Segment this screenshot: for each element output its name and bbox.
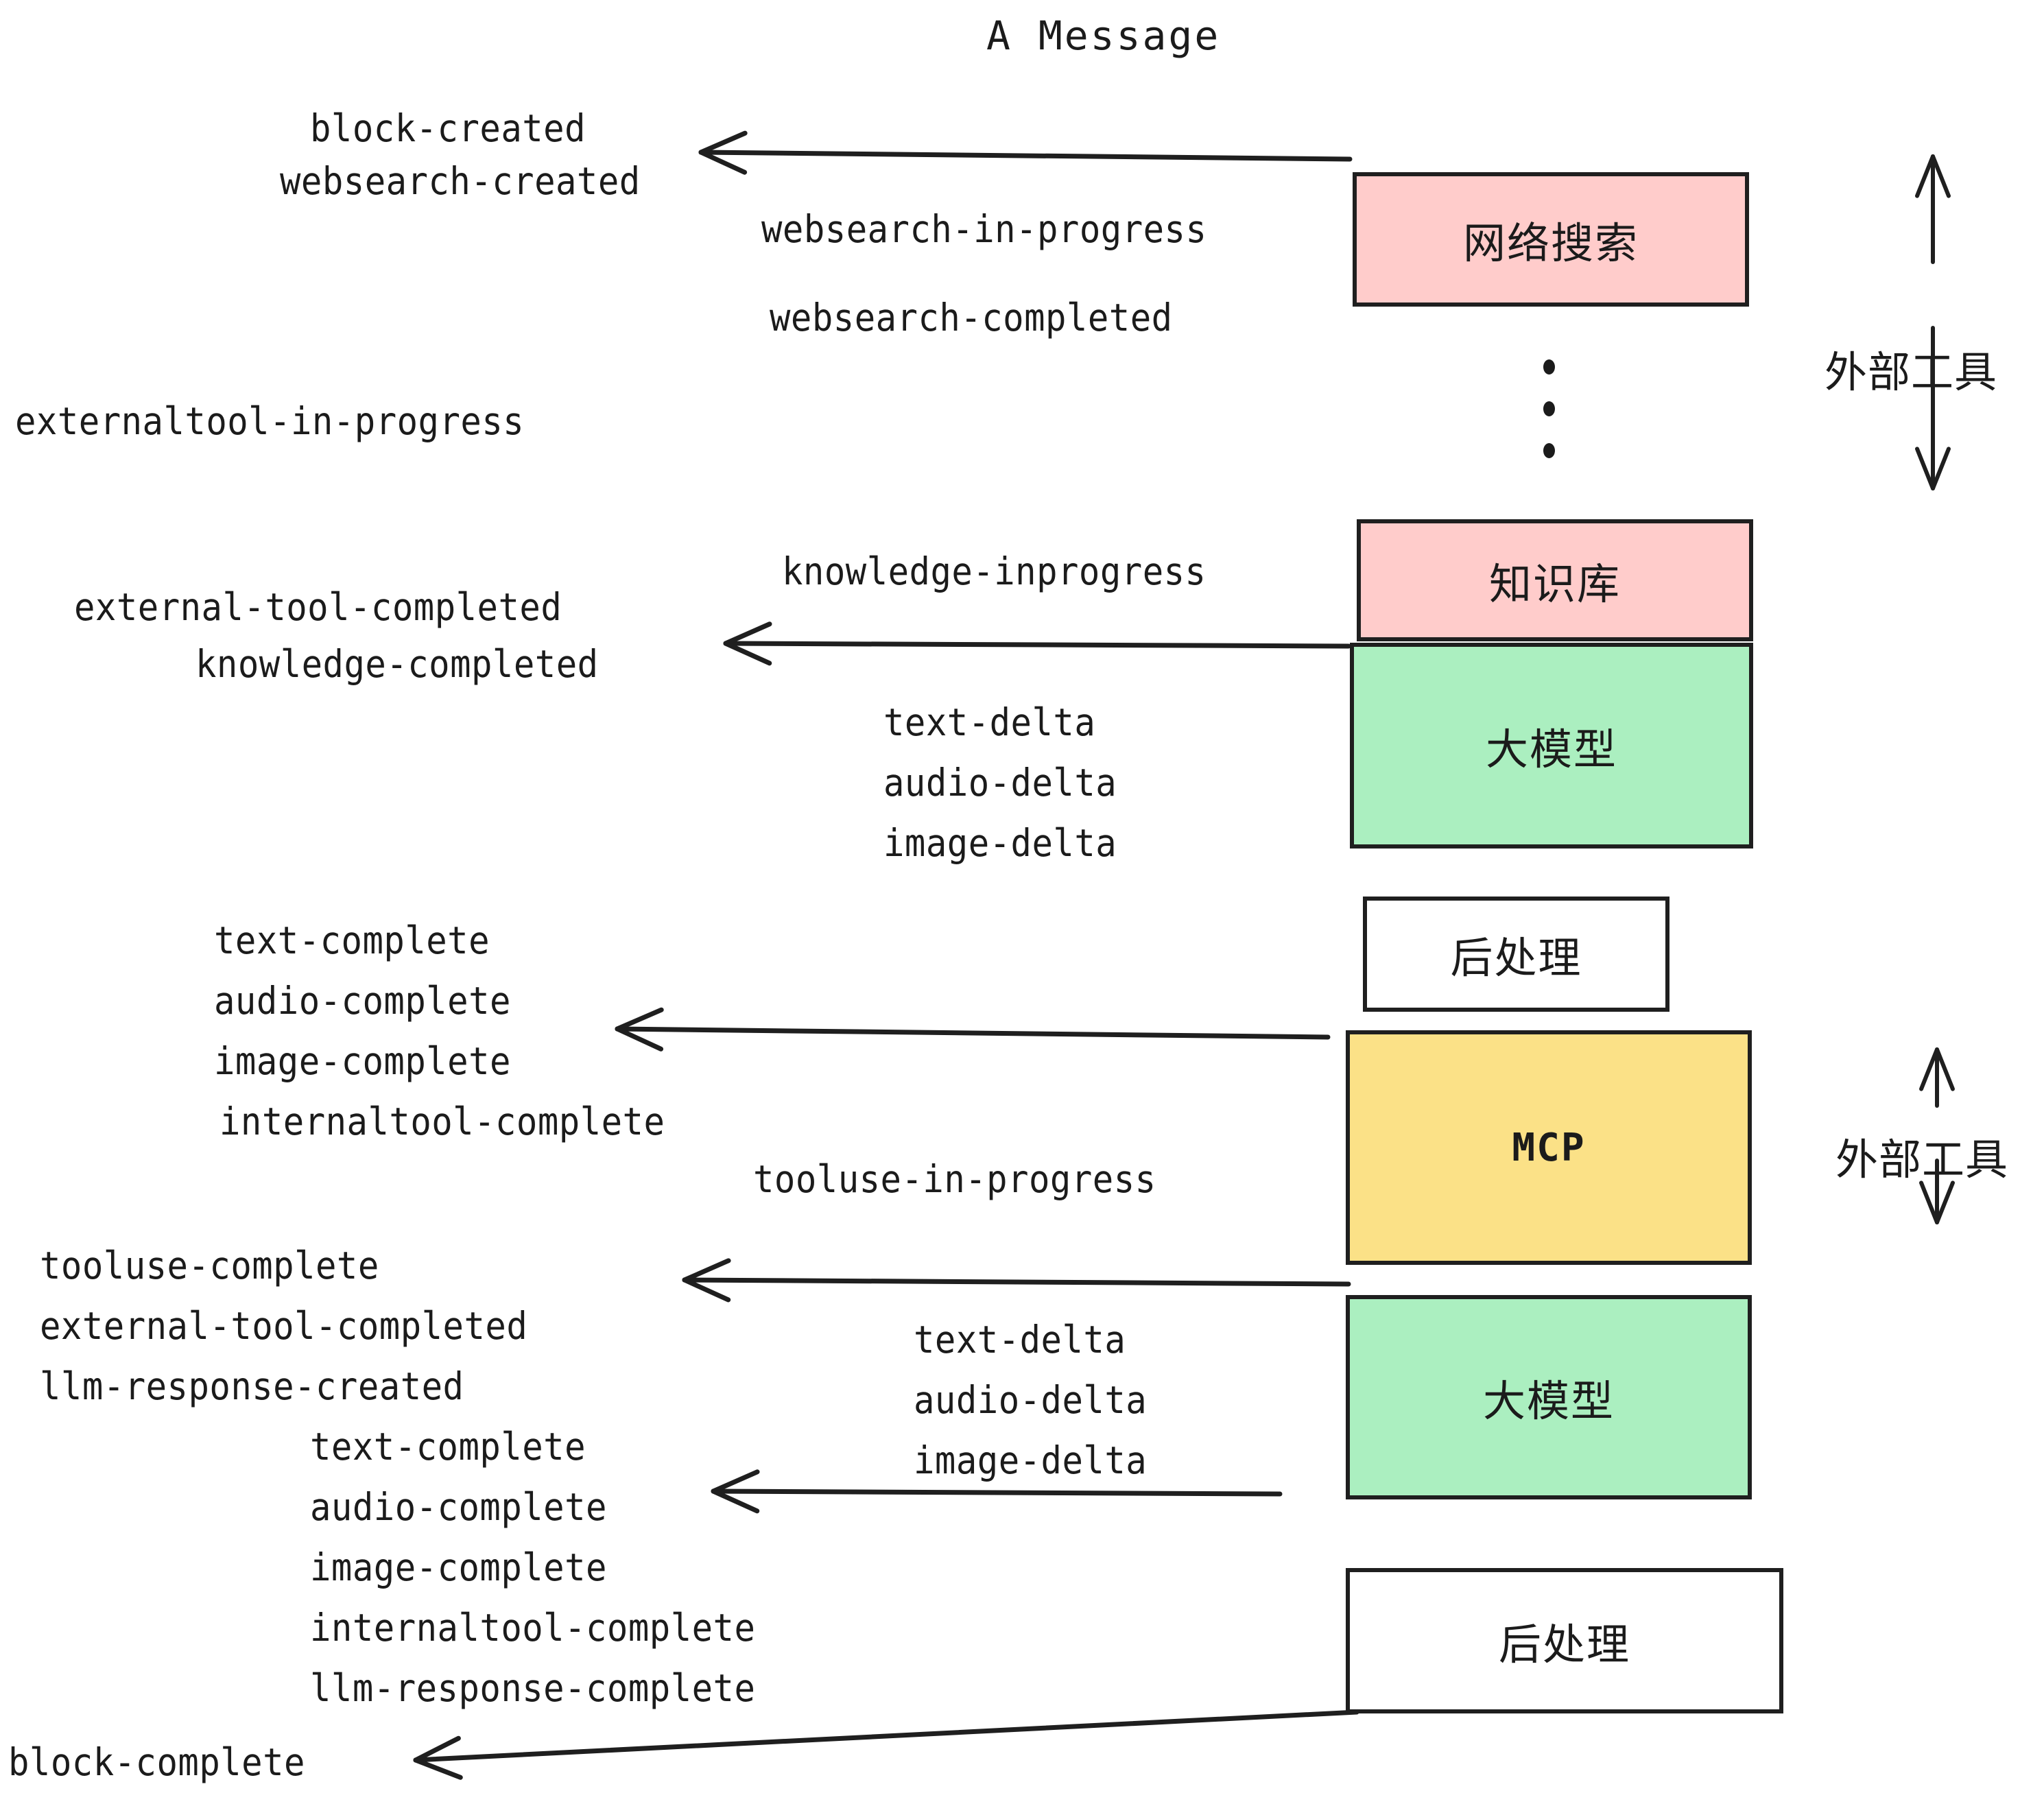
event-label: audio-complete — [214, 979, 511, 1023]
node-box-3[interactable]: 大模型 — [1350, 643, 1753, 848]
event-label: knowledge-completed — [195, 642, 599, 686]
side-annotation-label: 外部工具 — [1835, 1135, 2009, 1185]
node-box-6[interactable]: 大模型 — [1346, 1295, 1752, 1499]
event-label: image-delta — [883, 821, 1117, 865]
event-label: block-complete — [8, 1740, 305, 1784]
event-label: text-complete — [310, 1425, 586, 1469]
event-label: audio-delta — [914, 1378, 1148, 1422]
event-label: text-delta — [914, 1318, 1126, 1362]
arrow-tooluse-complete — [682, 1258, 1351, 1303]
side-annotation-label: 外部工具 — [1825, 347, 1998, 397]
node-box-4[interactable]: 后处理 — [1363, 897, 1669, 1012]
node-box-mcp[interactable]: MCP — [1346, 1030, 1752, 1265]
event-label: image-delta — [914, 1438, 1148, 1482]
event-label: text-complete — [214, 918, 490, 962]
node-box-1[interactable]: 网络搜索 — [1353, 172, 1749, 307]
vertical-ellipsis-icon — [1543, 359, 1555, 485]
event-label: text-delta — [883, 700, 1096, 744]
event-label: knowledge-inprogress — [782, 549, 1207, 593]
arrow-block-complete — [413, 1709, 1359, 1780]
event-label: websearch-in-progress — [761, 207, 1207, 251]
node-box-2[interactable]: 知识库 — [1357, 519, 1753, 641]
arrow-knowledge-completed — [723, 621, 1351, 666]
event-label: llm-response-complete — [310, 1666, 756, 1710]
event-label: audio-complete — [310, 1485, 607, 1529]
event-label: internaltool-complete — [310, 1606, 756, 1650]
event-label: image-complete — [310, 1545, 607, 1589]
event-label: internaltool-complete — [219, 1100, 665, 1143]
event-label: tooluse-complete — [40, 1244, 379, 1287]
event-label: block-created — [310, 106, 586, 150]
event-label: externaltool-in-progress — [15, 399, 525, 443]
ellipsis-dot — [1543, 443, 1555, 458]
external-tool-up-arrow-top — [1915, 154, 1951, 264]
node-box-7[interactable]: 后处理 — [1346, 1568, 1783, 1713]
arrow-block-created — [698, 130, 1353, 175]
arrow-image-complete — [615, 1007, 1331, 1052]
event-label: websearch-completed — [770, 296, 1173, 340]
ellipsis-dot — [1543, 359, 1555, 375]
event-label: websearch-created — [280, 159, 641, 203]
event-label: external-tool-completed — [40, 1304, 528, 1348]
event-label: tooluse-in-progress — [753, 1157, 1156, 1201]
event-label: image-complete — [214, 1039, 511, 1083]
ellipsis-dot — [1543, 401, 1555, 416]
event-label: llm-response-created — [40, 1364, 464, 1408]
event-label: audio-delta — [883, 761, 1117, 805]
external-tool-up-arrow-bottom — [1919, 1047, 1955, 1108]
event-label: external-tool-completed — [74, 585, 562, 629]
page-title: A Message — [986, 12, 1221, 59]
